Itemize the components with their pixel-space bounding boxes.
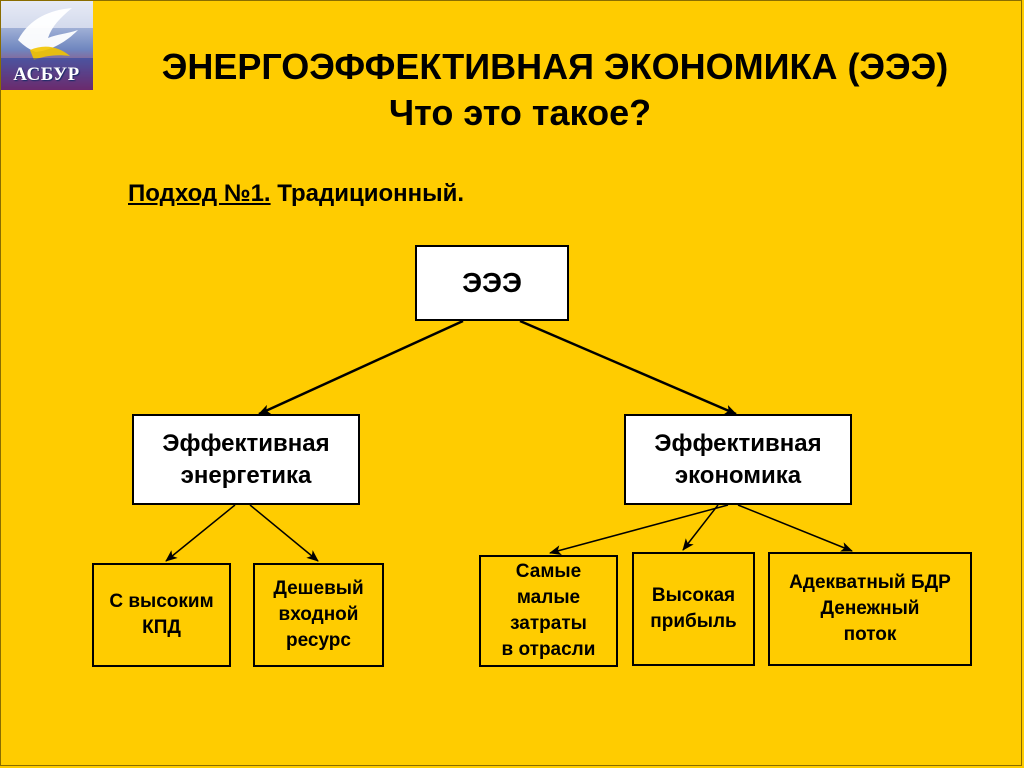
approach-text: Традиционный.	[270, 180, 465, 207]
leaf-lowest-costs: Самые малые затраты в отрасли	[479, 555, 618, 667]
connector-root-right	[519, 319, 737, 416]
leaf-adequate-bdr-cashflow: Адекватный БДР Денежный поток	[768, 552, 972, 666]
connector-left-child-1	[165, 504, 236, 562]
logo-text: АСБУР	[13, 64, 80, 85]
title-line-1: ЭНЕРГОЭФФЕКТИВНАЯ ЭКОНОМИКА (ЭЭЭ)	[161, 46, 949, 87]
connector-left-child-2	[249, 504, 319, 562]
logo-emblem-icon	[0, 0, 93, 90]
title-line-2: Что это такое?	[388, 92, 652, 133]
connector-right-child-3	[737, 504, 853, 552]
slide-title: ЭНЕРГОЭФФЕКТИВНАЯ ЭКОНОМИКА (ЭЭЭ) Что эт…	[100, 44, 1024, 136]
leaf-high-efficiency: С высоким КПД	[92, 563, 231, 667]
connector-right-child-1	[549, 504, 729, 555]
asbur-logo: АСБУР	[0, 0, 93, 90]
leaf-high-profit: Высокая прибыль	[632, 552, 755, 666]
node-effective-economy: Эффективная экономика	[624, 414, 852, 505]
leaf-cheap-input-resource: Дешевый входной ресурс	[253, 563, 384, 667]
connector-right-child-2	[682, 504, 719, 551]
approach-label: Подход №1.	[128, 180, 271, 207]
root-node: ЭЭЭ	[415, 245, 569, 321]
node-effective-energy: Эффективная энергетика	[132, 414, 360, 505]
connector-root-left	[258, 319, 464, 416]
approach-heading: Подход №1. Традиционный.	[128, 180, 464, 208]
